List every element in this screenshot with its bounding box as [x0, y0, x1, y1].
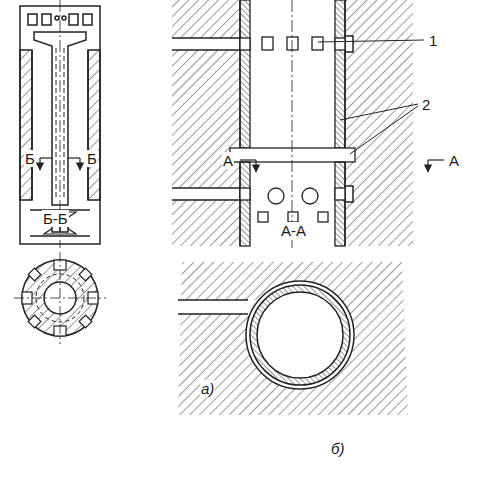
section-title: Б-Б	[42, 210, 69, 227]
callout-number: 1	[428, 32, 438, 49]
leader-line	[318, 40, 424, 154]
figure-label: а)	[200, 380, 215, 397]
section-letter: А	[222, 152, 234, 169]
section-a-a	[176, 262, 408, 415]
figure-label: б)	[330, 440, 345, 457]
section-line	[240, 160, 444, 172]
section-title: А-А	[280, 222, 307, 239]
housing-section	[172, 0, 413, 246]
section-letter: Б	[24, 150, 36, 167]
cylinder-liner	[230, 0, 355, 248]
section-letter: Б	[86, 150, 98, 167]
callout-number: 2	[421, 96, 431, 113]
section-b-b	[14, 252, 106, 344]
sleeve-section	[20, 0, 100, 248]
section-letter: А	[448, 152, 460, 169]
